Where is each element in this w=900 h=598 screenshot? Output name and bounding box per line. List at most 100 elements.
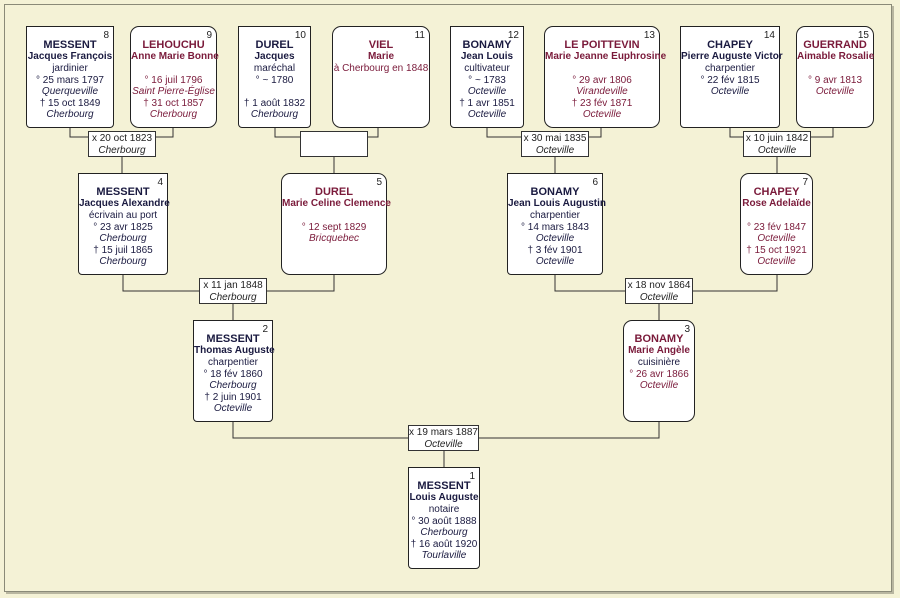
person-birth-place: Octeville <box>815 86 855 97</box>
person-death-date: † 31 oct 1857 <box>143 97 204 109</box>
person-occupation: cuisinière <box>637 357 681 368</box>
person-birth-place: Octeville <box>535 233 575 244</box>
person-birth-date: ° 9 avr 1813 <box>807 74 863 86</box>
person-death-place: Cherbourg <box>149 109 198 120</box>
person-box-9[interactable]: 9 LEHOUCHU Anne Marie Bonne ° 16 juil 17… <box>130 26 219 128</box>
person-birth-date: ° ~ 1783 <box>468 74 506 86</box>
person-birth-place: Bricquebec <box>308 233 360 244</box>
marriage-place: Octeville <box>639 292 679 303</box>
marriage-box-6-7[interactable]: x 18 nov 1864 Octeville <box>625 278 693 304</box>
person-box-8[interactable]: 8 MESSENT Jacques François jardinier ° 2… <box>26 26 114 128</box>
person-number: 6 <box>592 177 598 188</box>
person-number: 15 <box>857 30 869 41</box>
person-death-date: † 15 juil 1865 <box>93 244 153 256</box>
person-death-date: † 15 oct 1921 <box>746 244 807 256</box>
person-death-place: Octeville <box>535 256 575 267</box>
person-occupation: charpentier <box>529 210 581 221</box>
person-number: 8 <box>103 30 109 41</box>
person-number: 4 <box>157 177 163 188</box>
person-box-11[interactable]: 11 VIEL Marie à Cherbourg en 1848 <box>332 26 430 128</box>
person-box-10[interactable]: 10 DUREL Jacques maréchal ° ~ 1780 † 1 a… <box>238 26 311 128</box>
person-surname: MESSENT <box>96 186 150 198</box>
person-box-1[interactable]: 1 MESSENT Louis Auguste notaire ° 30 aoû… <box>408 467 480 569</box>
person-birth-place: Octeville <box>467 86 507 97</box>
person-death-date: † 1 août 1832 <box>243 97 306 109</box>
person-birth-place: Cherbourg <box>99 233 147 244</box>
person-birth-place: Cherbourg <box>209 380 257 391</box>
person-surname: BONAMY <box>634 333 684 345</box>
person-birth-place: Virandeville <box>576 86 628 97</box>
marriage-date: x 10 juin 1842 <box>745 133 809 144</box>
person-box-13[interactable]: 13 LE POITTEVIN Marie Jeanne Euphrosine … <box>544 26 666 128</box>
person-box-7[interactable]: 7 CHAPEY Rose Adelaïde ° 23 fév 1847 Oct… <box>740 173 813 275</box>
person-birth-date: ° 25 mars 1797 <box>36 74 104 86</box>
person-birth-date: ° ~ 1780 <box>255 74 294 86</box>
person-box-2[interactable]: 2 MESSENT Thomas Auguste charpentier ° 1… <box>193 320 275 422</box>
person-birth-place: Octeville <box>710 86 750 97</box>
person-birth-date: ° 14 mars 1843 <box>521 221 589 233</box>
person-death-place: Cherbourg <box>46 109 94 120</box>
person-birth-date: ° 26 avr 1866 <box>629 368 689 380</box>
person-surname: DUREL <box>255 39 294 51</box>
person-surname: MESSENT <box>206 333 260 345</box>
person-number: 11 <box>414 30 425 41</box>
person-death-place: Cherbourg <box>250 109 299 120</box>
person-death-place: Cherbourg <box>99 256 147 267</box>
person-birth-place: Octeville <box>639 380 679 391</box>
chart-frame <box>4 4 892 592</box>
person-occupation: charpentier <box>207 357 259 368</box>
person-birth-date: ° 23 avr 1825 <box>93 221 153 233</box>
marriage-box-4-5[interactable]: x 11 jan 1848 Cherbourg <box>199 278 267 304</box>
person-surname: LE POITTEVIN <box>564 39 640 51</box>
person-given-name: Jacques <box>254 51 295 62</box>
marriage-box-12-13[interactable]: x 30 mai 1835 Octeville <box>521 131 589 157</box>
person-given-name: Louis Auguste <box>409 492 479 503</box>
person-birth-date: ° 23 fév 1847 <box>746 221 807 233</box>
person-occupation <box>797 63 873 75</box>
person-death-place: Octeville <box>467 109 507 120</box>
person-box-3[interactable]: 3 BONAMY Marie Angèle cuisinière ° 26 av… <box>623 320 695 422</box>
person-box-5[interactable]: 5 DUREL Marie Celine Clemence ° 12 sept … <box>281 173 391 275</box>
person-given-name: Marie <box>367 51 395 62</box>
person-death-date: † 2 juin 1901 <box>204 391 262 403</box>
person-given-name: Anne Marie Bonne <box>131 51 219 62</box>
person-given-name: Jean Louis <box>460 51 514 62</box>
person-box-12[interactable]: 12 BONAMY Jean Louis cultivateur ° ~ 178… <box>450 26 524 128</box>
person-given-name: Thomas Auguste <box>194 345 275 356</box>
marriage-box-10-11[interactable] <box>300 131 368 157</box>
person-given-name: Marie Celine Clemence <box>282 198 391 209</box>
person-birth-date: ° 18 fév 1860 <box>203 368 263 380</box>
person-number: 14 <box>763 30 775 41</box>
person-death-place: Octeville <box>582 109 622 120</box>
person-occupation: cultivateur <box>464 63 510 74</box>
person-birth-date: ° 29 avr 1806 <box>572 74 632 86</box>
person-given-name: Aimable Rosalie <box>797 51 875 62</box>
person-death-date: † 15 oct 1849 <box>39 97 101 109</box>
person-surname: MESSENT <box>417 480 471 492</box>
marriage-place: Octeville <box>535 145 575 156</box>
marriage-box-2-3[interactable]: x 19 mars 1887 Octeville <box>408 425 479 451</box>
person-surname: LEHOUCHU <box>142 39 205 51</box>
person-death-place: Octeville <box>213 403 253 414</box>
marriage-date: x 19 mars 1887 <box>409 427 478 438</box>
person-box-15[interactable]: 15 GUERRAND Aimable Rosalie ° 9 avr 1813… <box>796 26 874 128</box>
marriage-box-14-15[interactable]: x 10 juin 1842 Octeville <box>743 131 811 157</box>
marriage-date: x 11 jan 1848 <box>203 280 263 291</box>
person-given-name: Rose Adelaïde <box>742 198 811 209</box>
person-birth-place: Saint Pierre-Église <box>132 86 215 97</box>
person-occupation <box>545 63 659 75</box>
person-occupation <box>282 210 386 222</box>
person-surname: DUREL <box>315 186 353 198</box>
person-box-6[interactable]: 6 BONAMY Jean Louis Augustin charpentier… <box>507 173 606 275</box>
person-number: 7 <box>802 177 808 188</box>
person-box-14[interactable]: 14 CHAPEY Pierre Auguste Victor charpent… <box>680 26 783 128</box>
marriage-date: x 18 nov 1864 <box>627 280 691 291</box>
person-given-name: Pierre Auguste Victor <box>681 51 783 62</box>
person-occupation <box>741 210 812 222</box>
person-surname: BONAMY <box>530 186 580 198</box>
marriage-box-8-9[interactable]: x 20 oct 1823 Cherbourg <box>88 131 156 157</box>
marriage-date: x 20 oct 1823 <box>91 133 153 144</box>
person-note: à Cherbourg en 1848 <box>333 63 429 74</box>
person-given-name: Marie Angèle <box>628 345 690 356</box>
person-box-4[interactable]: 4 MESSENT Jacques Alexandre écrivain au … <box>78 173 170 275</box>
